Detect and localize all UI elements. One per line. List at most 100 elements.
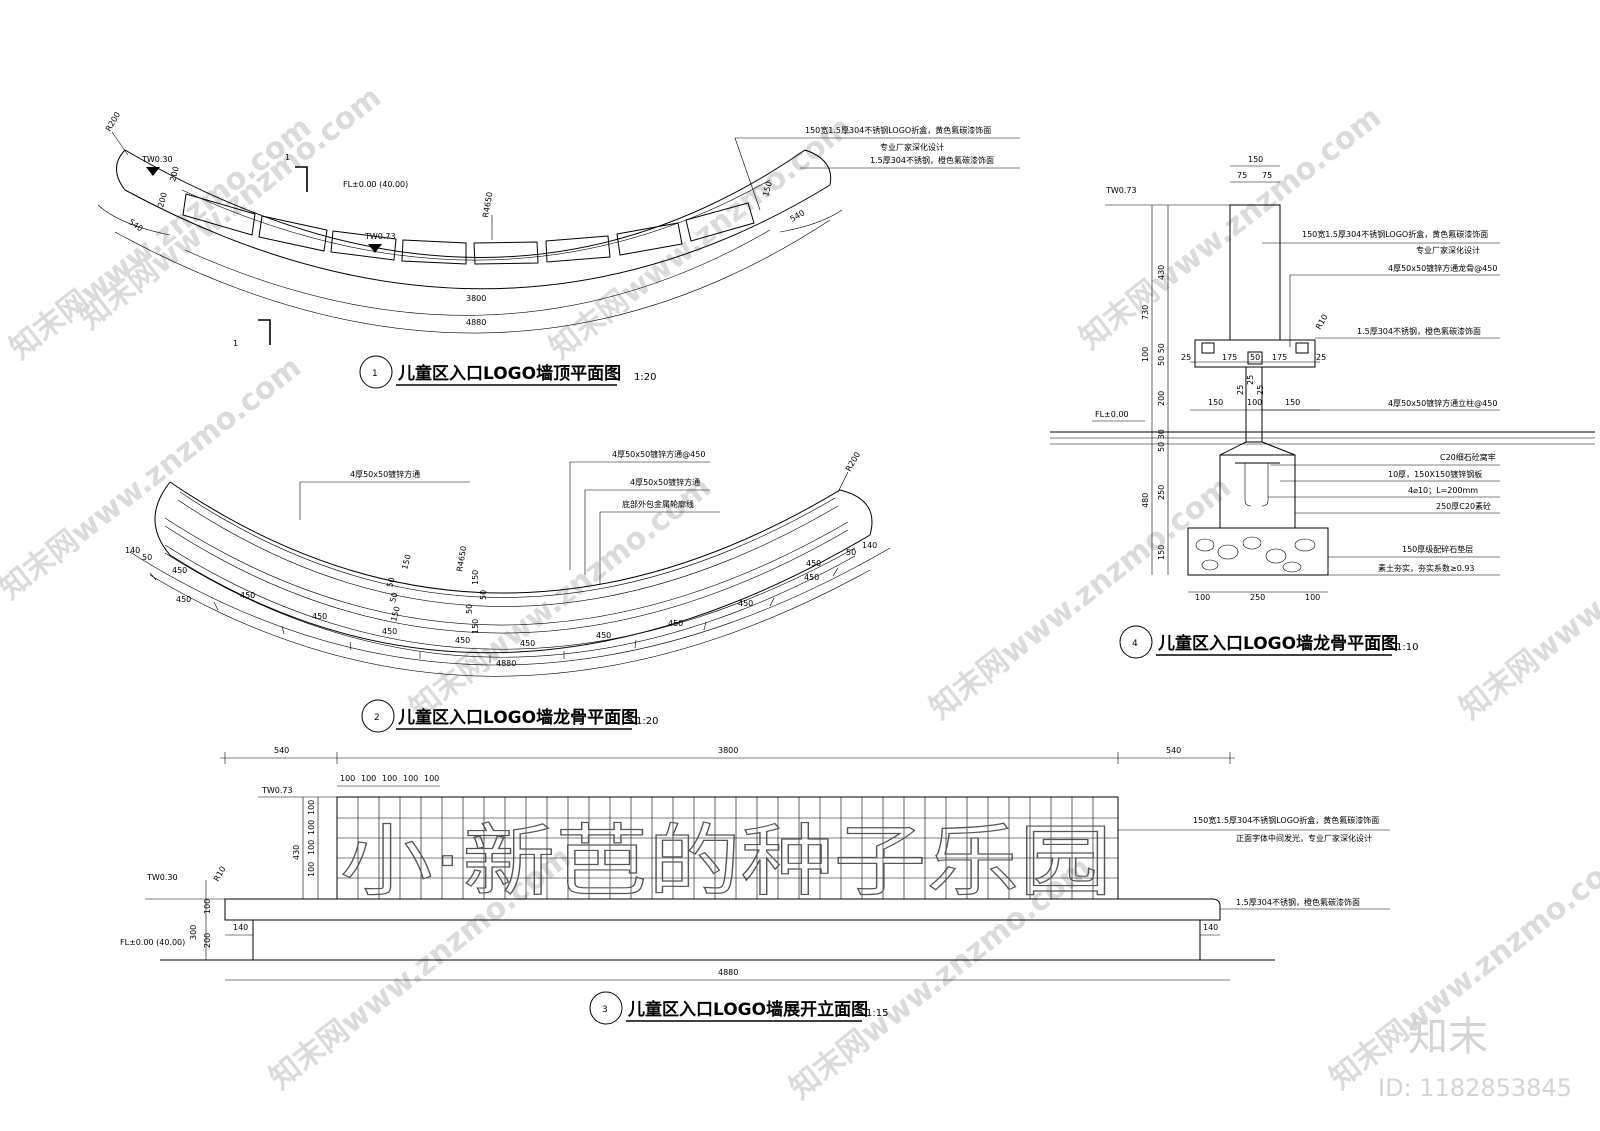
- square-tube: [1201, 342, 1215, 354]
- note-leader: [569, 461, 710, 570]
- drawing-1-top-plan: R200 TW0.30 200 200 540 540 150 FL±0.00 …: [97, 110, 1020, 389]
- spacing-label: 450: [176, 595, 191, 604]
- note-a: 4厚50x50镀锌方通: [350, 469, 420, 479]
- section-mark-top: [295, 166, 308, 192]
- drawing-number: 1: [372, 369, 378, 379]
- drawing-number-circle: [361, 699, 395, 733]
- v-dim: 300: [189, 925, 198, 940]
- steel-post: [1245, 366, 1263, 443]
- note: 10厚，150X150镀锌钢板: [1388, 469, 1482, 479]
- h-dim: 100: [1247, 398, 1262, 407]
- spacing-label: 450: [668, 619, 683, 628]
- spacing-label: 450: [804, 573, 819, 582]
- frame-line: [179, 491, 836, 598]
- ground-hatch: [1050, 437, 1595, 445]
- v-200: 200: [1157, 391, 1166, 406]
- dim-4880: 4880: [496, 659, 516, 668]
- section-mark-bottom: [258, 319, 271, 345]
- dim-540l: 540: [274, 746, 289, 755]
- fl-label: FL±0.00 (40.00): [120, 938, 185, 947]
- level-marker: [368, 244, 382, 253]
- wall-outline-inner: [181, 179, 771, 261]
- drawing-scale: 1:20: [636, 716, 658, 727]
- tick: [769, 597, 775, 607]
- h-dim: 25: [1316, 353, 1326, 362]
- h-dim: 25: [1236, 385, 1245, 395]
- note: 4⌀10；L=200mm: [1408, 486, 1478, 495]
- h-dim: 150: [1208, 398, 1223, 407]
- v-250: 250: [1157, 485, 1166, 500]
- mid-dims: 150 50 50 150 150 50 50 150: [385, 553, 488, 634]
- stone: [1294, 538, 1316, 552]
- spacing-ticks: [149, 567, 839, 663]
- note: 素土夯实，夯实系数≥0.93: [1378, 563, 1475, 573]
- h-dim: 50: [1250, 353, 1260, 362]
- spacing-label: 450: [172, 566, 187, 575]
- spacing-label: 450: [806, 559, 821, 568]
- v-5030: 50 30: [1157, 429, 1166, 452]
- h-dim: 25: [1181, 353, 1191, 362]
- watermark-text: 知末网www.znzmo.com: [923, 470, 1238, 727]
- note-d: 底部外包金属轮廓线: [622, 499, 694, 509]
- h-dim: 100: [1195, 593, 1210, 602]
- note-3: 1.5厚304不锈钢，橙色氟碳漆饰面: [1236, 897, 1360, 907]
- logo-box: [685, 202, 755, 242]
- tw073-label: TW0.73: [1105, 186, 1137, 195]
- dim-140r: 140: [862, 541, 877, 550]
- frame-line: [164, 544, 856, 650]
- dim-mid: 150: [471, 570, 480, 585]
- h-dim: 250: [1250, 593, 1265, 602]
- dim-4880: 4880: [718, 968, 738, 977]
- base-slab: [224, 898, 1221, 921]
- dim-100: 100: [361, 774, 376, 783]
- leader: [111, 131, 129, 156]
- h-dim: 150: [1285, 398, 1300, 407]
- gravel-pattern: [1195, 536, 1316, 573]
- dim-arc-spacing: [129, 547, 891, 666]
- tick: [832, 567, 839, 577]
- note-leader: [299, 481, 470, 520]
- drawing-number: 4: [1132, 639, 1138, 649]
- note: 150厚级配碎石垫层: [1402, 544, 1473, 554]
- drawing-4-section: 150 75 75: [1050, 155, 1595, 659]
- drawing-scale: 1:20: [634, 372, 656, 383]
- fl-label: FL±0.00 (40.00): [343, 180, 408, 189]
- drawing-2-frame-plan: 450 450 450 450 450 450 450 450 450 450 …: [125, 449, 891, 733]
- r4650-label: R4650: [481, 191, 494, 218]
- top-75b: 75: [1262, 171, 1272, 180]
- section-notes: 150宽1.5厚304不锈钢LOGO折盒，黄色氟碳漆饰面 专业厂家深化设计 4厚…: [1262, 229, 1500, 576]
- dim-100: 100: [424, 774, 439, 783]
- stone: [1195, 538, 1215, 552]
- h-dim: 25: [1256, 385, 1265, 395]
- dim-100: 100: [403, 774, 418, 783]
- dim-mid: 50: [388, 591, 399, 603]
- dim-50r: 50: [846, 548, 856, 557]
- v-dim: 100: [307, 820, 316, 835]
- dim-140l: 140: [233, 923, 248, 932]
- spacing-label: 450: [312, 612, 327, 621]
- spacing-label: 450: [382, 627, 397, 636]
- logo-box: [401, 239, 467, 265]
- r200-label: R200: [844, 450, 862, 473]
- drawing-title: 儿童区入口LOGO墙龙骨平面图: [1157, 633, 1398, 654]
- brand-logo-text: 知末: [1408, 1014, 1488, 1060]
- v-5050: 50 50: [1157, 343, 1166, 366]
- spacing-label: 450: [520, 639, 535, 648]
- dim-mid: 50: [465, 604, 474, 614]
- section-1-top: 1: [285, 153, 290, 162]
- note: 150宽1.5厚304不锈钢LOGO折盒，黄色氟碳漆饰面: [1302, 229, 1488, 239]
- tick: [281, 625, 285, 635]
- dim-150: 150: [761, 180, 774, 197]
- v-150: 150: [1157, 545, 1166, 560]
- note-2: 正面字体中间发光，专业厂家深化设计: [1236, 833, 1372, 843]
- dim-mid: 50: [385, 576, 396, 588]
- tw073-label: TW0.73: [364, 232, 396, 241]
- note-b: 4厚50x50镀锌方通@450: [612, 449, 705, 459]
- note: 4厚50x50镀锌方通龙骨@450: [1388, 263, 1497, 273]
- tick: [149, 572, 157, 581]
- dim-3800: 3800: [466, 294, 486, 303]
- logo-box: [258, 215, 328, 252]
- watermark-text: 知末网www.znzmo.com: [0, 350, 308, 607]
- v-dim: 100: [307, 840, 316, 855]
